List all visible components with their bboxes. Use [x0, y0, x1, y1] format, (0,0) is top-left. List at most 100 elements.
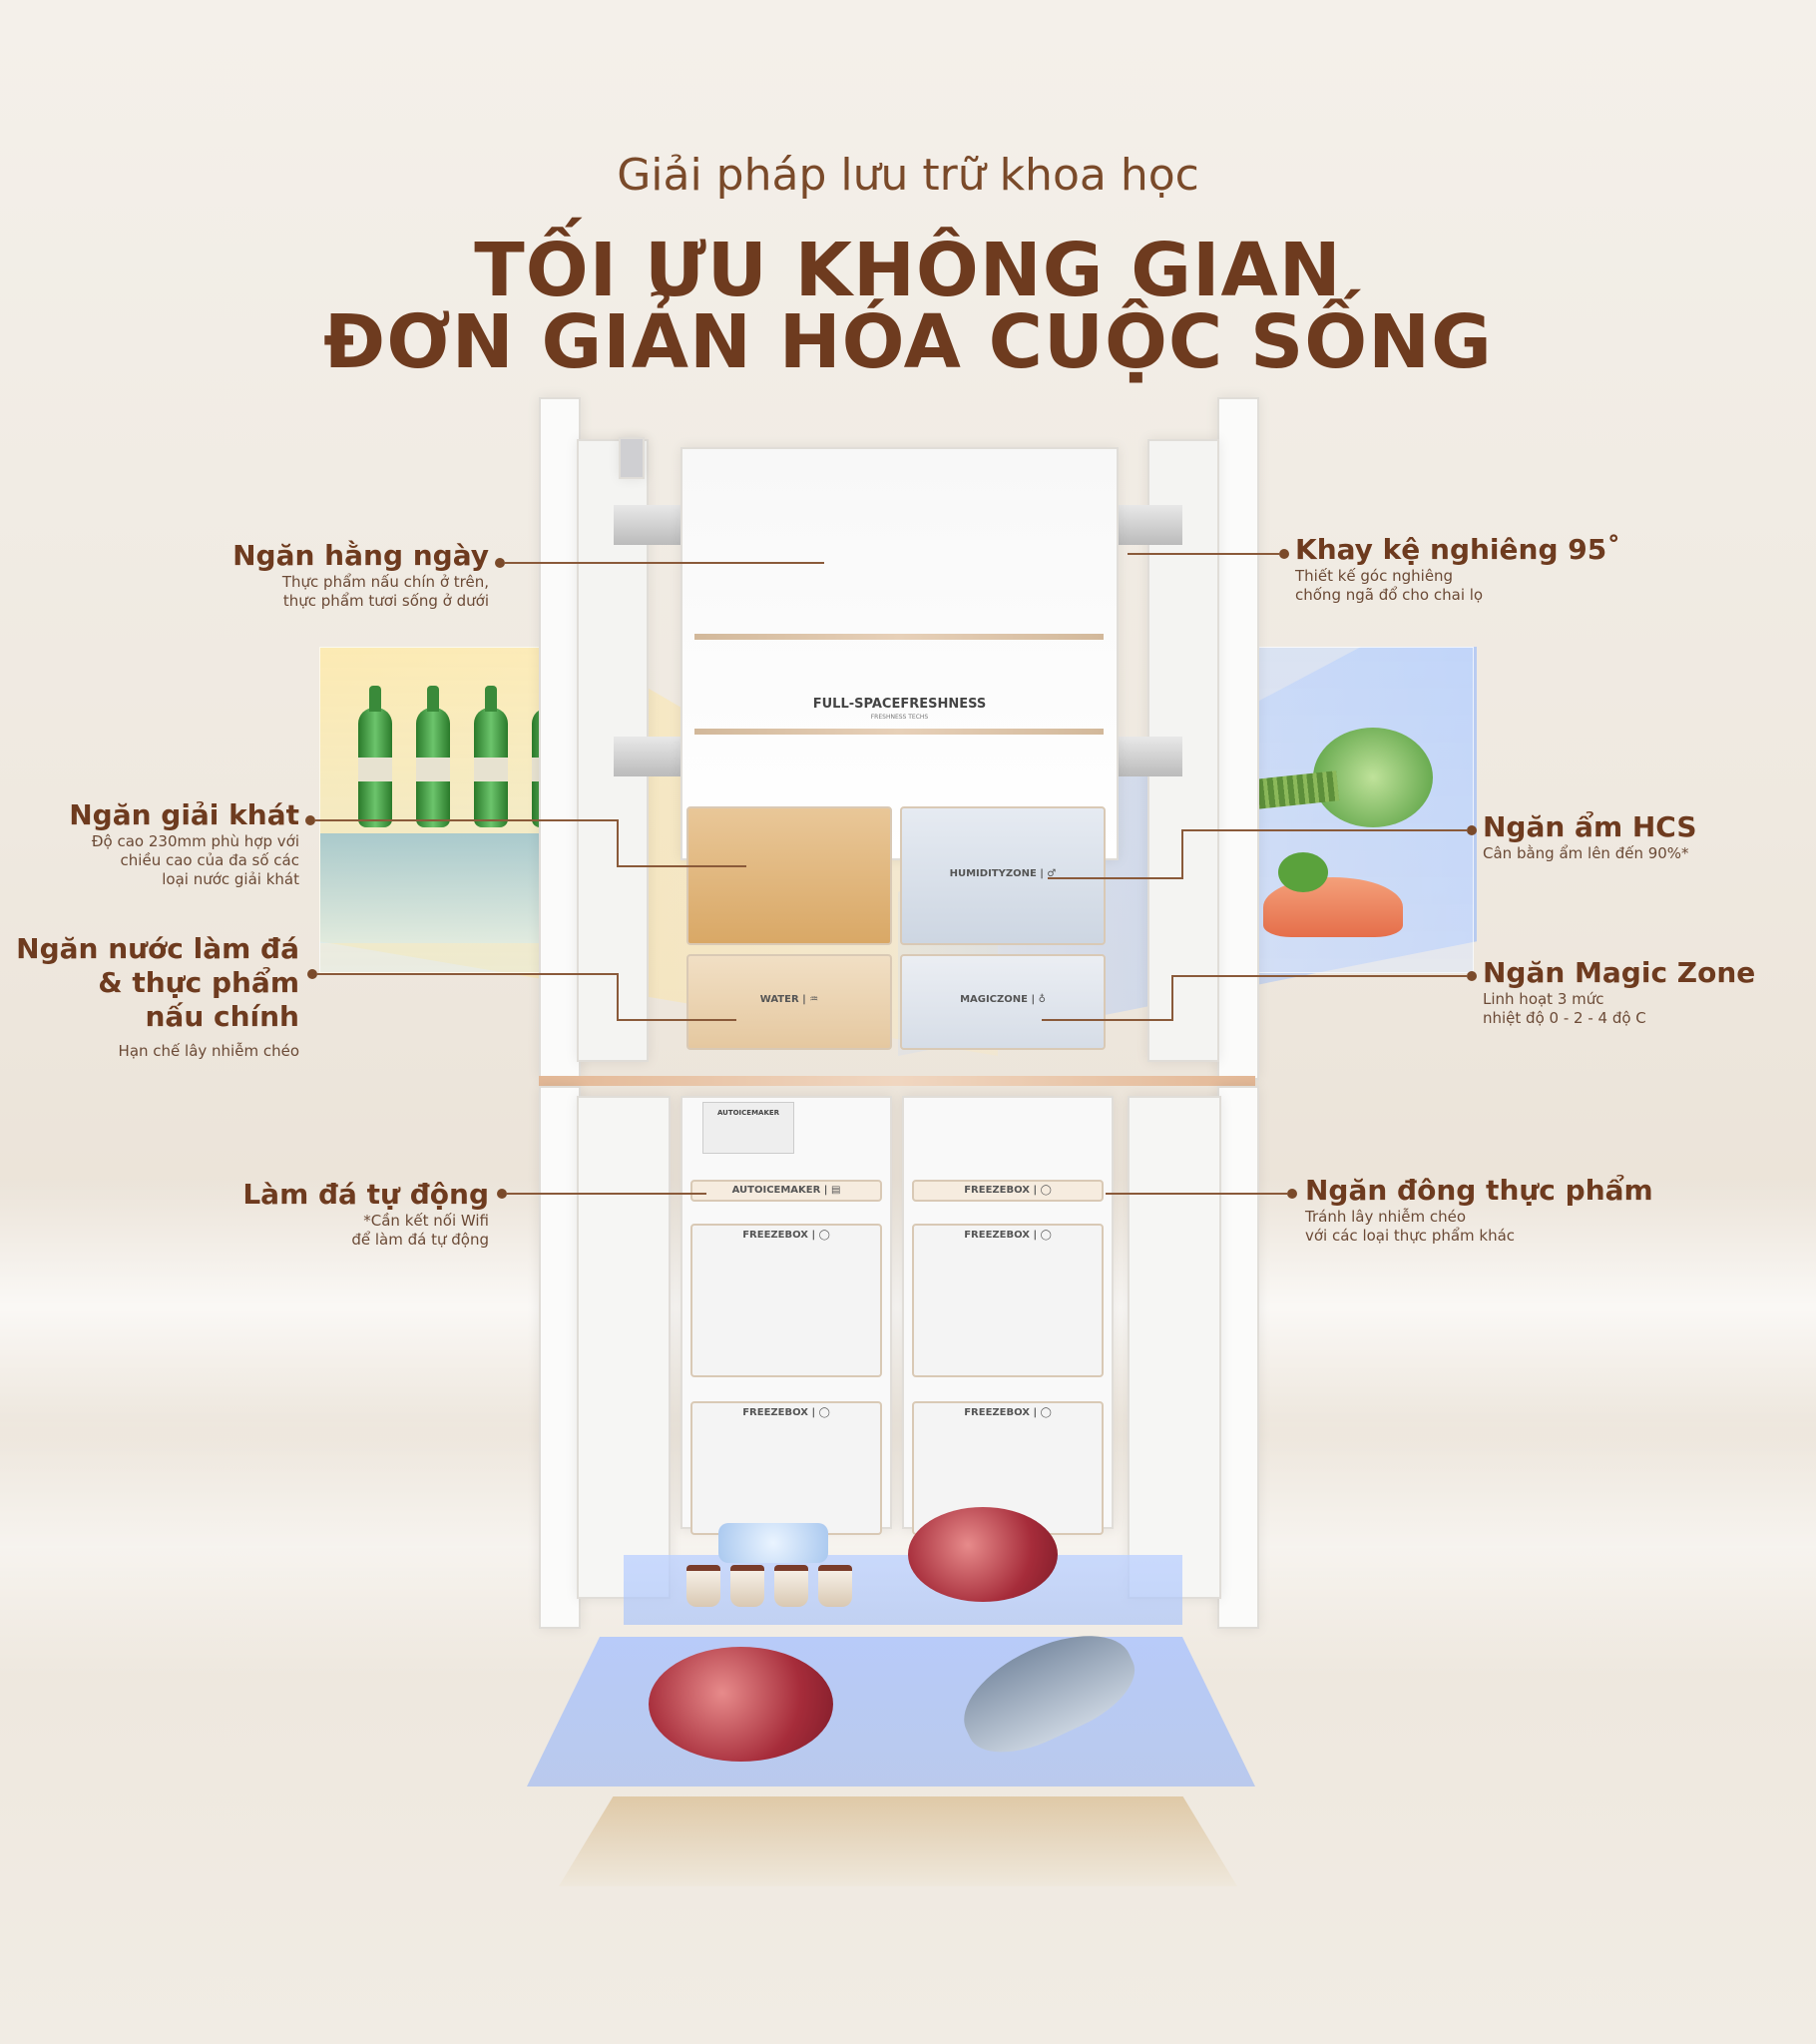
callout-hcs: Ngăn ẩm HCS Cân bằng ẩm lên đến 90%* [1483, 810, 1812, 863]
magic-zone-drawer[interactable]: MAGICZONE | ♁ [900, 954, 1106, 1050]
callout-line [1128, 553, 1279, 555]
callout-line [1181, 829, 1467, 831]
callout-dot [1287, 1189, 1297, 1199]
callout-daily-desc: thực phẩm tươi sống ở dưới [282, 592, 489, 610]
callout-daily-desc: Thực phẩm nấu chín ở trên, [281, 573, 489, 591]
water-label: WATER | ♒ [759, 994, 819, 1005]
callout-line [617, 819, 619, 867]
drinks-drawer[interactable] [686, 806, 892, 945]
freeze-box-drawer[interactable]: FREEZEBOX | ◯ [912, 1180, 1104, 1202]
callout-dot [307, 969, 317, 979]
icemaker-drawer[interactable]: AUTOICEMAKER | ▤ [690, 1180, 882, 1202]
callout-drinks-desc: loại nước giải khát [162, 870, 299, 888]
full-space-label: FULL-SPACEFRESHNESS [812, 697, 987, 712]
callout-tilt-desc: Thiết kế góc nghiêng [1295, 567, 1454, 585]
meat-icon [908, 1507, 1058, 1602]
callout-daily: Ngăn hằng ngày Thực phẩm nấu chín ở trên… [200, 539, 489, 611]
callout-tilt-desc: chống ngã đổ cho chai lọ [1295, 586, 1484, 604]
callout-line [317, 973, 617, 975]
callout-freezer-title: Ngăn đông thực phẩm [1305, 1174, 1653, 1207]
callout-line [507, 1193, 706, 1195]
subtitle: Giải pháp lưu trữ khoa học [617, 150, 1199, 201]
glass-shelf [694, 729, 1104, 735]
callout-tilt: Khay kệ nghiêng 95˚ Thiết kế góc nghiêng… [1295, 533, 1694, 605]
fresh-compartment: FULL-SPACEFRESHNESS FRESHNESS TECHS [681, 447, 1119, 860]
callout-magic-desc: Linh hoạt 3 mức [1483, 990, 1604, 1008]
water-drawer[interactable]: WATER | ♒ [686, 954, 892, 1050]
right-door-edge [1217, 397, 1259, 1080]
ice-cream-cup-icon [730, 1565, 764, 1607]
salmon-icon [1263, 877, 1403, 937]
title-line-1: TỐI ƯU KHÔNG GIAN [474, 228, 1342, 313]
callout-dot [497, 1189, 507, 1199]
freeze-box-label: FREEZEBOX | ◯ [964, 1185, 1052, 1196]
bottle-icon [358, 686, 392, 827]
humidity-zone-drawer[interactable]: HUMIDITYZONE | ♂ [900, 806, 1106, 945]
callout-line [1042, 1019, 1171, 1021]
freeze-box-drawer[interactable]: FREEZEBOX | ◯ [912, 1224, 1104, 1377]
callout-dot [1279, 549, 1289, 559]
callout-freezer-desc: Tránh lây nhiễm chéo [1305, 1208, 1467, 1226]
freezer-right-door-inner [1128, 1096, 1221, 1599]
freeze-box-drawer[interactable]: FREEZEBOX | ◯ [690, 1224, 882, 1377]
magic-zone-label: MAGICZONE | ♁ [960, 994, 1046, 1005]
hinge-strip [539, 1076, 1255, 1086]
steak-icon [649, 1647, 833, 1762]
freezer-right-door-edge [1217, 1086, 1259, 1629]
ice-cream-cup-icon [774, 1565, 808, 1607]
door-bin [619, 437, 645, 479]
freezer-left-door-inner [577, 1096, 671, 1599]
freeze-box-label: FREEZEBOX | ◯ [742, 1230, 830, 1241]
callout-dot [305, 815, 315, 825]
callout-freezer: Ngăn đông thực phẩm Tránh lây nhiễm chéo… [1305, 1174, 1704, 1246]
callout-dot [495, 558, 505, 568]
bottle-icon [474, 686, 508, 827]
bottle-icon [416, 686, 450, 827]
callout-line [315, 819, 617, 821]
callout-ice-desc: để làm đá tự động [351, 1231, 489, 1249]
callout-magic-desc: nhiệt độ 0 - 2 - 4 độ C [1483, 1009, 1646, 1027]
freezer-left-door-edge [539, 1086, 581, 1629]
callout-drinks-desc: Độ cao 230mm phù hợp với [91, 832, 299, 850]
callout-magic-title: Ngăn Magic Zone [1483, 956, 1756, 989]
bottom-glass-tray [527, 1637, 1255, 1787]
callout-water-title: Ngăn nước làm đá [16, 932, 299, 965]
freeze-box-label: FREEZEBOX | ◯ [742, 1407, 830, 1418]
freeze-box-drawer[interactable]: FREEZEBOX | ◯ [690, 1401, 882, 1535]
callout-line [1171, 975, 1173, 1021]
icemaker-drawer-label: AUTOICEMAKER | ▤ [731, 1185, 841, 1196]
callout-line [1106, 1193, 1287, 1195]
ice-cream-cup-icon [818, 1565, 852, 1607]
callout-magic: Ngăn Magic Zone Linh hoạt 3 mức nhiệt độ… [1483, 956, 1812, 1028]
callout-line [1171, 975, 1467, 977]
callout-water-title: nấu chính [145, 1000, 299, 1033]
floor-reflection [559, 1796, 1237, 1886]
callout-daily-title: Ngăn hằng ngày [232, 539, 489, 572]
callout-drinks: Ngăn giải khát Độ cao 230mm phù hợp với … [50, 798, 299, 889]
left-door-edge [539, 397, 581, 1080]
ice-cream-cup-icon [686, 1565, 720, 1607]
freeze-box-label: FREEZEBOX | ◯ [964, 1230, 1052, 1241]
title-line-2: ĐƠN GIẢN HÓA CUỘC SỐNG [323, 299, 1493, 385]
callout-hcs-desc: Cân bằng ẩm lên đến 90%* [1483, 844, 1689, 862]
callout-tilt-title: Khay kệ nghiêng 95˚ [1295, 533, 1621, 566]
auto-icemaker-unit: AUTOICEMAKER [702, 1102, 794, 1154]
glass-shelf [694, 634, 1104, 640]
callout-water-title: & thực phẩm [98, 966, 299, 999]
callout-dot [1467, 825, 1477, 835]
leaf-icon [1278, 852, 1328, 892]
callout-line [617, 973, 619, 1021]
callout-line [1048, 877, 1181, 879]
callout-dot [1467, 971, 1477, 981]
callout-line [617, 865, 746, 867]
callout-ice-title: Làm đá tự động [242, 1178, 489, 1211]
callout-ice-desc: *Cần kết nối Wifi [363, 1212, 489, 1230]
callout-freezer-desc: với các loại thực phẩm khác [1305, 1227, 1516, 1245]
callout-drinks-title: Ngăn giải khát [69, 798, 299, 831]
callout-water-desc: Hạn chế lây nhiễm chéo [118, 1042, 299, 1060]
humidity-zone-label: HUMIDITYZONE | ♂ [949, 868, 1057, 879]
callout-line [1181, 829, 1183, 879]
callout-water: Ngăn nước làm đá & thực phẩm nấu chính H… [10, 932, 299, 1061]
ice-cubes-icon [718, 1523, 828, 1563]
callout-ice: Làm đá tự động *Cần kết nối Wifi để làm … [200, 1178, 489, 1250]
